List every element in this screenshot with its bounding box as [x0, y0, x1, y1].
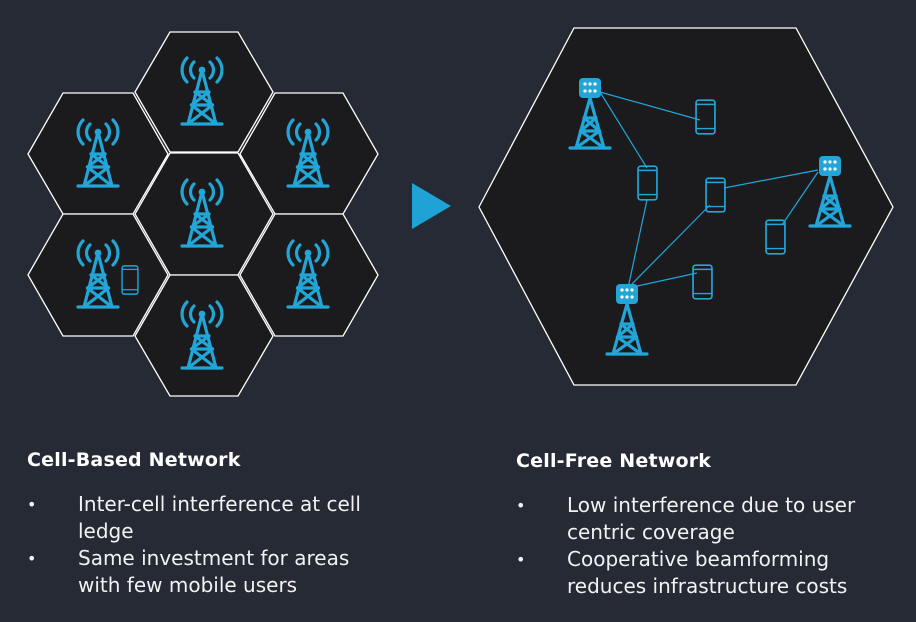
bullet-item: • Cooperative beamforming reduces infras…: [516, 546, 906, 600]
cell-based-bullets: • Inter-cell interference at cell ledge …: [27, 491, 387, 599]
bullet-text: Same investment for areas with few mobil…: [78, 546, 350, 597]
large-hex-cell: [478, 27, 894, 386]
bullet-item: • Low interference due to user centric c…: [516, 492, 906, 546]
cell-free-title: Cell-Free Network: [516, 450, 712, 472]
cell-based-caption: Cell-Based Network • Inter-cell interfer…: [27, 449, 387, 599]
link-line: [781, 171, 819, 226]
bullet-marker: •: [27, 549, 37, 568]
cell-based-grid: [27, 31, 379, 397]
link-line: [599, 91, 701, 121]
cell-free-caption: Cell-Free Network • Low interference due…: [516, 450, 906, 600]
cell-free-network: [478, 27, 894, 386]
bullet-marker: •: [27, 495, 37, 514]
cell-based-title: Cell-Based Network: [27, 449, 241, 471]
bullet-marker: •: [516, 550, 526, 569]
play-arrow-icon: [412, 183, 451, 229]
bullet-item: • Same investment for areas with few mob…: [27, 545, 387, 599]
bullet-item: • Inter-cell interference at cell ledge: [27, 491, 387, 545]
cell-free-bullets: • Low interference due to user centric c…: [516, 492, 906, 600]
link-line: [627, 204, 711, 289]
bullet-text: Cooperative beamforming reduces infrastr…: [567, 547, 848, 598]
bullet-marker: •: [516, 496, 526, 515]
link-line: [723, 169, 819, 189]
link-line: [627, 272, 698, 289]
link-line: [599, 91, 648, 169]
bullet-text: Low interference due to user centric cov…: [567, 493, 856, 544]
link-line: [627, 199, 648, 289]
bullet-text: Inter-cell interference at cell ledge: [78, 492, 361, 543]
